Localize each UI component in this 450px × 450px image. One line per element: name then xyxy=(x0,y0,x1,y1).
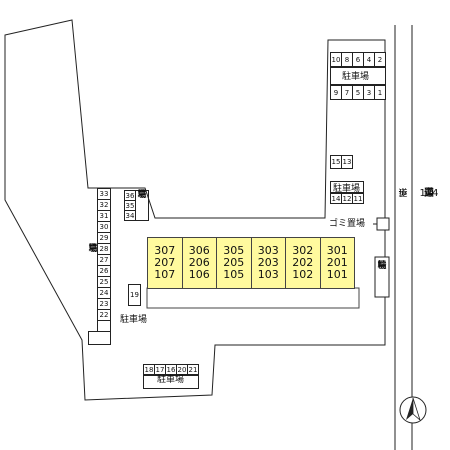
parking-label-area-mid-right xyxy=(330,181,364,193)
room-number: 302 xyxy=(292,244,314,257)
room-number: 106 xyxy=(188,268,210,281)
trash-area xyxy=(376,217,390,231)
room-number: 305 xyxy=(223,244,245,257)
bicycle-parking-box xyxy=(374,256,390,298)
parking-label-mid-right: 駐車場 xyxy=(333,184,361,194)
parking-label-bottom: 駐車場 xyxy=(157,375,185,385)
parking-spot-33: 33 xyxy=(97,188,111,200)
room-number: 102 xyxy=(292,268,314,281)
room-number: 207 xyxy=(154,256,176,269)
parking-spot-32: 32 xyxy=(97,199,111,211)
parking-label-19: 駐車場 xyxy=(120,315,148,325)
building-base xyxy=(146,287,360,309)
parking-spot-11: 11 xyxy=(352,193,364,204)
room-number: 103 xyxy=(257,268,279,281)
room-number: 206 xyxy=(188,256,210,269)
parking-spot-13: 13 xyxy=(341,155,353,169)
room-number: 105 xyxy=(223,268,245,281)
parking-spot-9: 9 xyxy=(330,85,342,100)
trash-label: ゴミ置場 xyxy=(329,219,366,229)
parking-label-top-right: 駐車場 xyxy=(342,72,370,82)
room-number: 202 xyxy=(292,256,314,269)
room-number: 201 xyxy=(326,256,348,269)
room-number: 203 xyxy=(257,256,279,269)
room-number: 306 xyxy=(188,244,210,257)
room-number: 301 xyxy=(326,244,348,257)
room-number: 205 xyxy=(223,256,245,269)
room-number: 107 xyxy=(154,268,176,281)
room-number: 101 xyxy=(326,268,348,281)
property-boundary xyxy=(4,19,386,401)
parking-spot-blank-bottom xyxy=(88,331,111,345)
parking-spot-19: 19 xyxy=(128,284,141,306)
parking-spot-1: 1 xyxy=(374,85,386,100)
parking-spot-21: 21 xyxy=(187,364,199,375)
north-arrow-icon xyxy=(399,396,427,424)
parking-stack-outline xyxy=(124,190,149,221)
room-number: 303 xyxy=(257,244,279,257)
parking-label-area-bottom xyxy=(143,375,199,389)
room-number: 307 xyxy=(154,244,176,257)
parking-spot-2: 2 xyxy=(374,52,386,67)
parking-spot-4: 4 xyxy=(363,52,375,67)
parking-label-area-top-right xyxy=(330,67,386,85)
